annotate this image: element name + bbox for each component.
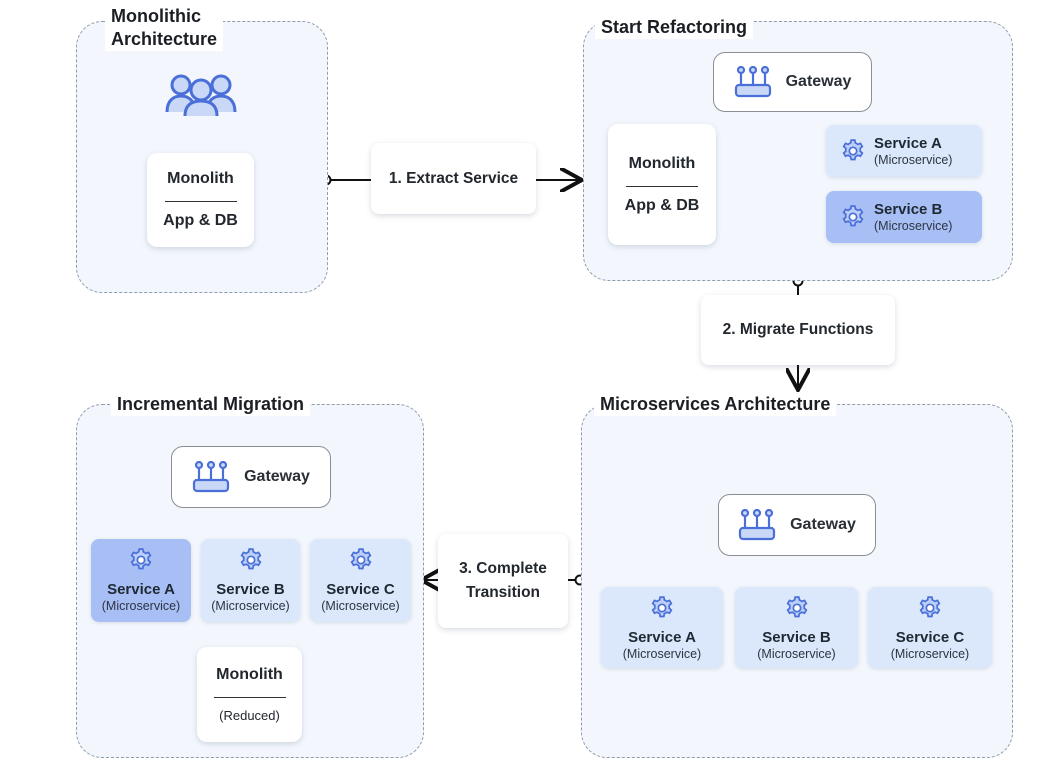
gateway-icon [192, 461, 230, 493]
service-name: Service A [628, 629, 696, 646]
service-name: Service B [762, 629, 831, 646]
gear-icon [842, 139, 864, 161]
monolith-divider [626, 185, 698, 187]
service-name: Service B [216, 581, 285, 598]
service-tag: (Microservice) [321, 599, 400, 613]
service-b-stage3: Service B (Microservice) [735, 587, 858, 668]
gateway-stage2: Gateway [713, 52, 872, 112]
users-icon [165, 74, 237, 116]
service-tag: (Microservice) [890, 647, 970, 661]
gear-icon [350, 548, 371, 570]
monolith-card-reduced: Monolith (Reduced) [197, 647, 302, 742]
service-name: Service A [107, 581, 175, 598]
monolith-card-stage2: Monolith App & DB [608, 124, 716, 245]
gateway-icon [734, 66, 771, 98]
step-migrate-functions: 2. Migrate Functions [701, 295, 895, 365]
service-name: Service C [326, 581, 395, 598]
step-extract-service: 1. Extract Service [371, 143, 536, 214]
service-b-stage4: Service B (Microservice) [201, 539, 300, 622]
monolith-name: Monolith [628, 154, 696, 172]
gear-icon [786, 596, 807, 618]
service-a-stage3: Service A (Microservice) [601, 587, 723, 668]
step-complete-label-line2: Transition [465, 584, 541, 601]
stage-title-line1: Monolithic [111, 6, 201, 26]
service-c-stage4: Service C (Microservice) [310, 539, 411, 622]
service-tag: (Microservice) [211, 599, 290, 613]
monolith-subtitle: App & DB [624, 196, 700, 214]
service-a-stage2: Service A (Microservice) [826, 125, 982, 177]
gateway-icon [738, 509, 776, 541]
gear-icon [130, 548, 152, 570]
service-tag: (Microservice) [874, 152, 953, 167]
step-complete-transition: 3. Complete Transition [438, 534, 568, 628]
monolith-divider [213, 697, 286, 698]
gateway-stage4: Gateway [171, 446, 331, 508]
gateway-stage3: Gateway [718, 494, 876, 556]
stage-title-monolithic: Monolithic Architecture [105, 5, 224, 51]
gear-icon [651, 596, 673, 618]
stage-microservices [581, 404, 1013, 758]
gateway-label: Gateway [790, 516, 856, 533]
step-complete-label-line1: 3. Complete [459, 560, 547, 577]
step-migrate-label: 2. Migrate Functions [722, 321, 874, 338]
gear-icon [842, 205, 864, 227]
service-tag: (Microservice) [757, 647, 836, 661]
monolith-card-stage1: Monolith App & DB [147, 153, 254, 247]
service-name: Service A [874, 134, 942, 152]
service-name: Service B [874, 200, 943, 218]
service-c-stage3: Service C (Microservice) [868, 587, 992, 668]
monolith-reduced: (Reduced) [219, 708, 280, 723]
monolith-name: Monolith [167, 170, 234, 187]
service-tag: (Microservice) [101, 599, 181, 613]
service-b-stage2: Service B (Microservice) [826, 191, 982, 243]
stage-title-microservices: Microservices Architecture [594, 393, 837, 416]
stage-title-refactoring: Start Refactoring [595, 16, 754, 39]
stage-title-incremental: Incremental Migration [111, 393, 311, 416]
step-extract-label: 1. Extract Service [388, 169, 519, 187]
monolith-divider [164, 201, 237, 202]
gear-icon [919, 596, 941, 618]
service-tag: (Microservice) [874, 218, 953, 233]
service-name: Service C [895, 629, 965, 646]
service-a-stage4: Service A (Microservice) [91, 539, 191, 622]
gear-icon [240, 548, 261, 570]
monolith-subtitle: App & DB [163, 212, 238, 229]
stage-title-line2: Architecture [111, 29, 218, 49]
gateway-label: Gateway [244, 468, 310, 485]
monolith-name: Monolith [216, 666, 283, 683]
gateway-label: Gateway [785, 73, 852, 90]
service-tag: (Microservice) [622, 647, 702, 661]
